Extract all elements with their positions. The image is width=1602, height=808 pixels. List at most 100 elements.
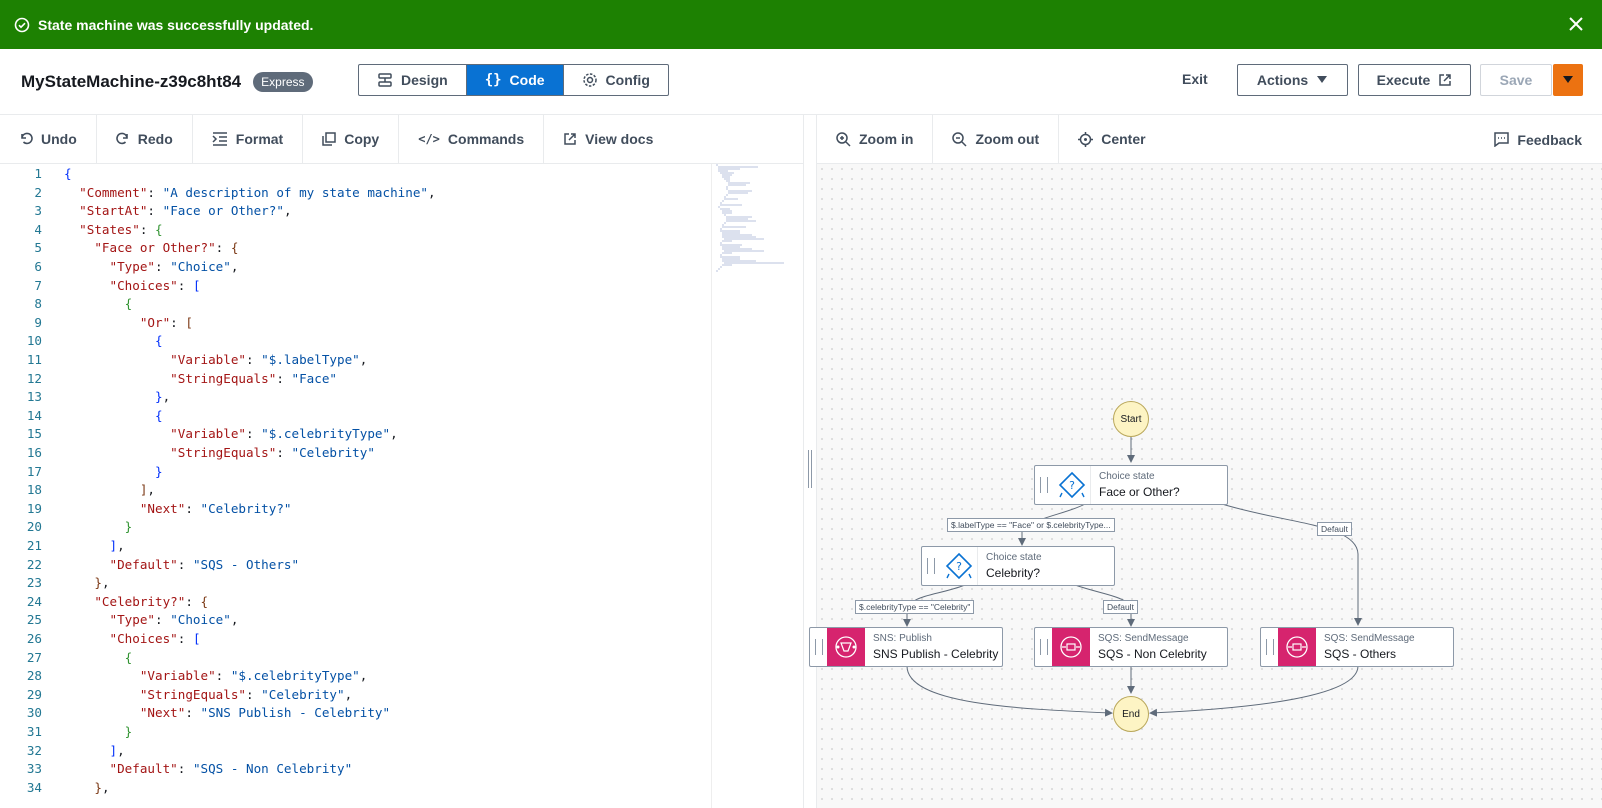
code-text: ], <box>109 538 125 553</box>
execute-button[interactable]: Execute <box>1358 64 1471 96</box>
code-text: "Default": "SQS - Others" <box>109 556 300 572</box>
state-sqs-others[interactable]: SQS: SendMessage SQS - Others <box>1260 627 1454 667</box>
tab-code[interactable]: {} Code <box>466 65 564 95</box>
drag-handle[interactable] <box>815 639 823 655</box>
drag-handle[interactable] <box>1266 639 1274 655</box>
external-link-icon <box>1439 74 1452 86</box>
exit-button[interactable]: Exit <box>1182 71 1208 87</box>
line-number: 13 <box>26 389 42 405</box>
code-text: { <box>124 296 133 312</box>
copy-button[interactable]: Copy <box>303 114 400 164</box>
code-line: 11 "Variable": "$.labelType", <box>0 352 711 371</box>
drag-handle[interactable] <box>1040 477 1048 493</box>
undo-button[interactable]: Undo <box>0 114 97 164</box>
choice-icon: ? <box>940 547 978 585</box>
line-number: 10 <box>26 333 42 349</box>
code-line: 34 }, <box>0 780 711 799</box>
resize-grip[interactable] <box>808 450 812 488</box>
sns-icon <box>827 628 865 666</box>
line-number: 26 <box>26 631 42 646</box>
code-line: 29 "StringEquals": "Celebrity", <box>0 687 711 706</box>
zoom-out-button[interactable]: Zoom out <box>933 114 1060 164</box>
code-text: "StringEquals": "Celebrity", <box>139 686 353 702</box>
drag-handle[interactable] <box>927 558 935 574</box>
braces-icon: {} <box>484 72 502 88</box>
state-name: Face or Other? <box>1099 485 1180 499</box>
code-line: 4 "States": { <box>0 222 711 241</box>
commands-label: Commands <box>447 131 525 147</box>
tab-design[interactable]: Design <box>359 65 467 95</box>
redo-icon <box>116 132 128 145</box>
line-number: 17 <box>26 463 42 479</box>
code-line: 25 "Type": "Choice", <box>0 612 711 631</box>
code-minimap[interactable] <box>711 164 803 808</box>
format-button[interactable]: Format <box>193 114 304 164</box>
close-icon[interactable] <box>1564 12 1588 36</box>
line-number: 6 <box>34 259 42 274</box>
code-line: 14 { <box>0 408 711 427</box>
code-line: 7 "Choices": [ <box>0 278 711 297</box>
editor-toolbar: Undo Redo Format Copy </> Commands View … <box>0 114 803 164</box>
feedback-icon <box>1494 132 1510 147</box>
line-number: 25 <box>26 612 42 628</box>
feedback-label: Feedback <box>1517 131 1582 148</box>
center-button[interactable]: Center <box>1059 115 1164 164</box>
line-number: 2 <box>34 184 42 200</box>
actions-button[interactable]: Actions <box>1237 64 1348 96</box>
code-line: 3 "StartAt": "Face or Other?", <box>0 203 711 222</box>
code-line: 27 { <box>0 650 711 669</box>
edge-sqs-others-end <box>1149 665 1359 717</box>
code-line: 30 "Next": "SNS Publish - Celebrity" <box>0 705 711 724</box>
code-text: "Variable": "$.celebrityType", <box>170 426 398 442</box>
code-text: "StringEquals": "Celebrity" <box>170 445 375 460</box>
line-number: 33 <box>26 761 42 777</box>
state-sns-publish-celebrity[interactable]: SNS: Publish SNS Publish - Celebrity <box>809 627 1003 667</box>
state-sqs-non-celebrity[interactable]: SQS: SendMessage SQS - Non Celebrity <box>1034 627 1228 667</box>
edge-label-face-default: Default <box>1317 522 1352 536</box>
end-node[interactable]: End <box>1113 696 1149 732</box>
code-text: "Celebrity?": { <box>94 593 209 609</box>
type-badge: Express <box>253 71 313 92</box>
line-number: 32 <box>26 742 42 758</box>
code-text: { <box>155 407 163 423</box>
feedback-button[interactable]: Feedback <box>1494 115 1582 164</box>
save-button[interactable]: Save <box>1480 64 1552 96</box>
state-name: SQS - Others <box>1324 647 1397 661</box>
code-text: "Next": "Celebrity?" <box>139 500 292 516</box>
banner-message: State machine was successfully updated. <box>38 16 314 33</box>
line-number: 5 <box>34 240 42 256</box>
code-text: "Variable": "$.labelType", <box>170 352 368 367</box>
pane-resizer[interactable] <box>803 115 817 808</box>
tab-config[interactable]: Config <box>564 65 668 95</box>
code-line: 9 "Or": [ <box>0 315 711 334</box>
code-text: ], <box>139 482 156 498</box>
code-line: 19 "Next": "Celebrity?" <box>0 501 711 520</box>
redo-button[interactable]: Redo <box>97 114 193 164</box>
save-dropdown-button[interactable] <box>1553 64 1583 96</box>
zoom-out-icon <box>952 131 967 147</box>
state-face-or-other[interactable]: ? Choice state Face or Other? <box>1034 465 1228 505</box>
sqs-icon <box>1052 628 1090 666</box>
start-node[interactable]: Start <box>1113 401 1149 437</box>
tab-config-label: Config <box>605 72 650 88</box>
line-number: 30 <box>26 705 42 721</box>
code-line: 12 "StringEquals": "Face" <box>0 371 711 390</box>
copy-label: Copy <box>344 131 380 147</box>
drag-handle[interactable] <box>1040 639 1048 655</box>
commands-button[interactable]: </> Commands <box>399 114 545 164</box>
workflow-graph[interactable]: Start End ? Choice state Face or Other? … <box>809 164 1602 808</box>
external-link-icon <box>564 133 576 145</box>
code-editor[interactable]: 1{2 "Comment": "A description of my stat… <box>0 164 711 808</box>
code-text: "Next": "SNS Publish - Celebrity" <box>139 705 391 721</box>
line-number: 20 <box>26 519 42 535</box>
center-label: Center <box>1101 131 1146 147</box>
code-text: "Choices": [ <box>109 277 201 293</box>
zoom-in-button[interactable]: Zoom in <box>817 114 934 164</box>
view-docs-link[interactable]: View docs <box>544 115 672 164</box>
line-number: 16 <box>26 445 42 460</box>
zoom-in-label: Zoom in <box>859 131 914 147</box>
tab-design-label: Design <box>401 72 448 88</box>
line-number: 8 <box>34 296 42 312</box>
code-line: 6 "Type": "Choice", <box>0 259 711 278</box>
state-celebrity[interactable]: ? Choice state Celebrity? <box>921 546 1115 586</box>
